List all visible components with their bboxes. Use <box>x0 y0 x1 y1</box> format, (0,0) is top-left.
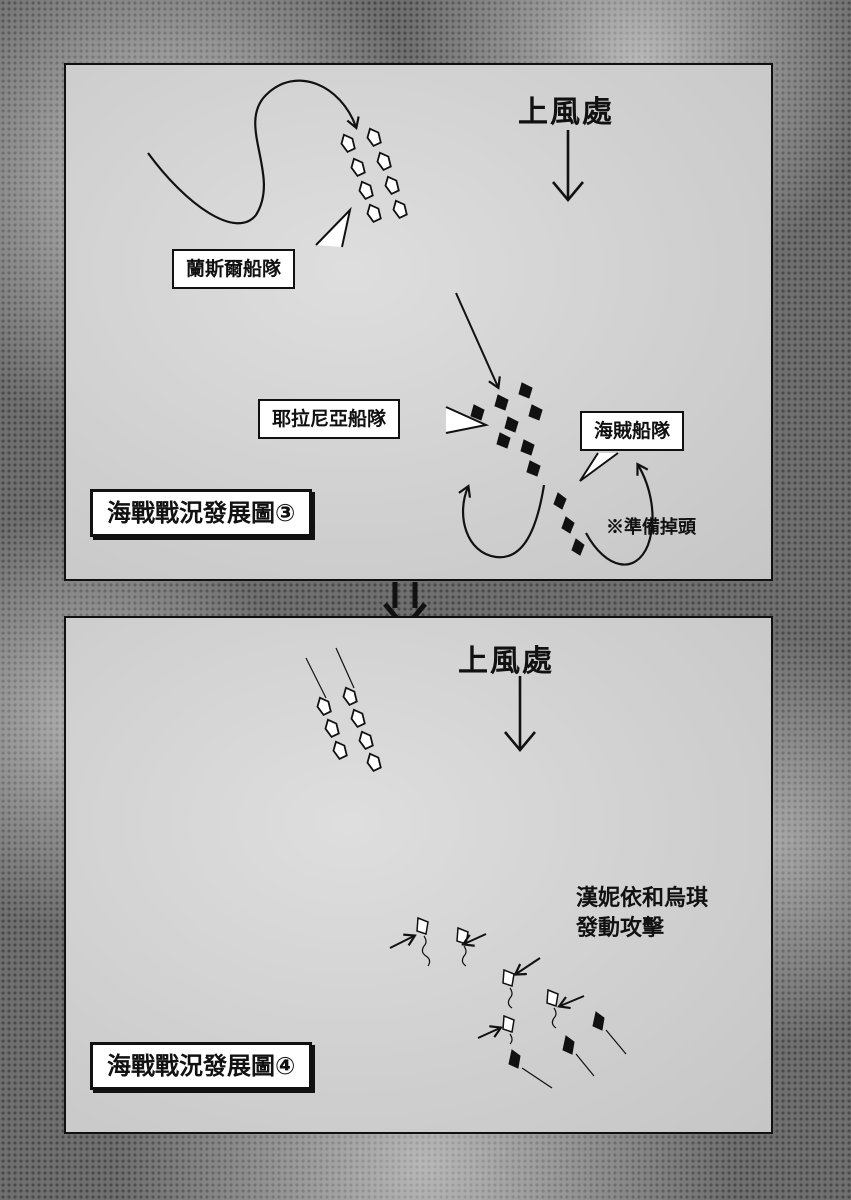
diagram-title-3: 海戰戰況發展圖③ <box>90 489 313 537</box>
erania-approach-arrow <box>455 292 501 390</box>
attack-note-line2: 發動攻擊 <box>576 915 665 941</box>
pirate-uturn-left-arrow <box>458 484 546 559</box>
label-pirate-fleet: 海賊船隊 <box>580 411 685 451</box>
lancel-fleet-ships <box>340 127 408 224</box>
label-erania-fleet: 耶拉尼亞船隊 <box>258 399 401 439</box>
erania-fleet-ships <box>470 382 543 477</box>
pirate-uturn-right-arrow <box>585 462 654 566</box>
diagram-title-4: 海戰戰況發展圖④ <box>90 1042 313 1090</box>
panel-battle-map-4: 上風處 漢妮依和烏琪 發動攻擊 海戰戰況發展圖④ <box>64 616 773 1134</box>
battle-map-4-drawing <box>305 647 627 1089</box>
note-prepare-turn: ※準備掉頭 <box>606 517 696 538</box>
lancel-route-arrow <box>147 79 360 225</box>
lancel-fleet-ships <box>316 686 382 773</box>
label-lancel-fleet: 蘭斯爾船隊 <box>172 249 296 289</box>
wind-label: 上風處 <box>518 95 614 130</box>
pirate-fleet-ships <box>553 492 585 556</box>
panel-battle-map-3: 上風處 蘭斯爾船隊 耶拉尼亞船隊 海賊船隊 ※準備掉頭 海戰戰況發展圖③ <box>64 63 773 581</box>
attack-arrows <box>389 933 585 1039</box>
attack-note-line1: 漢妮依和烏琪 <box>576 885 709 911</box>
wind-label: 上風處 <box>458 644 554 679</box>
erania-fleet-ships <box>508 1011 605 1069</box>
battle-map-3-drawing <box>147 79 654 566</box>
attacked-ships <box>416 916 559 1033</box>
